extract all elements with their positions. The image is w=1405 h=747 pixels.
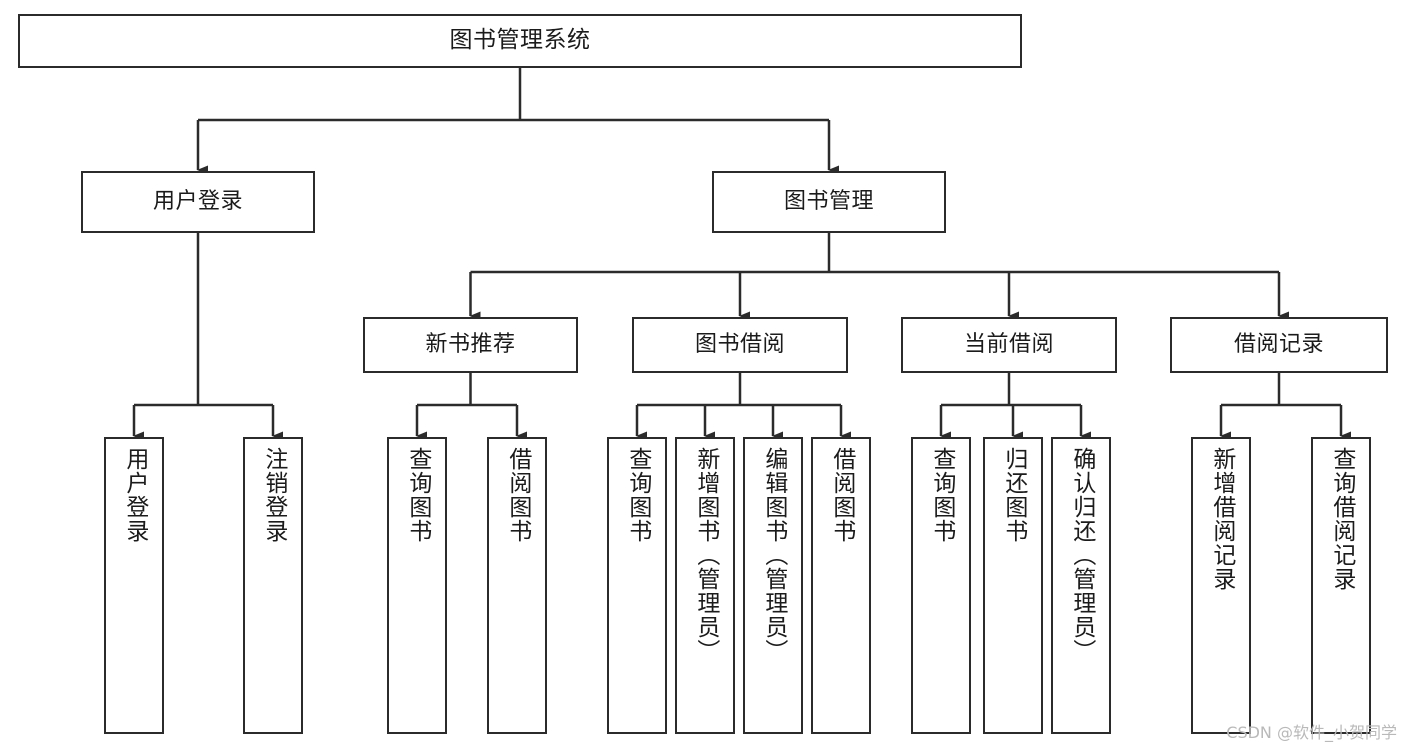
node-label: 新增借阅记录 [1208,447,1235,591]
node-label: 查询借阅记录 [1328,447,1355,591]
node-label: 借阅图书 [828,447,855,543]
node-label: 用户登录 [152,188,243,214]
node-leaf-cur-3[interactable]: 确认归还（管理员） [1051,437,1111,734]
node-label: 图书管理系统 [449,27,591,54]
node-login[interactable]: 用户登录 [81,171,315,233]
node-label: 借阅记录 [1233,331,1324,357]
node-label: 图书管理 [783,188,874,214]
node-leaf-rec-2[interactable]: 查询借阅记录 [1311,437,1371,734]
node-label: 新增图书（管理员） [692,447,719,663]
node-leaf-rec-1[interactable]: 新增借阅记录 [1191,437,1251,734]
node-root[interactable]: 图书管理系统 [18,14,1022,68]
node-label: 图书借阅 [694,331,785,357]
node-leaf-login-2[interactable]: 注销登录 [243,437,303,734]
node-records[interactable]: 借阅记录 [1170,317,1388,373]
node-label: 归还图书 [1000,447,1027,543]
node-leaf-new-1[interactable]: 查询图书 [387,437,447,734]
node-label: 查询图书 [624,447,651,543]
node-leaf-cur-2[interactable]: 归还图书 [983,437,1043,734]
node-current[interactable]: 当前借阅 [901,317,1117,373]
node-newbooks[interactable]: 新书推荐 [363,317,578,373]
node-label: 注销登录 [260,447,287,543]
node-label: 查询图书 [928,447,955,543]
node-leaf-cur-1[interactable]: 查询图书 [911,437,971,734]
node-leaf-borrow-1[interactable]: 查询图书 [607,437,667,734]
node-bookmgmt[interactable]: 图书管理 [712,171,946,233]
node-leaf-login-1[interactable]: 用户登录 [104,437,164,734]
node-label: 编辑图书（管理员） [760,447,787,663]
node-label: 查询图书 [404,447,431,543]
node-leaf-borrow-2[interactable]: 新增图书（管理员） [675,437,735,734]
node-leaf-new-2[interactable]: 借阅图书 [487,437,547,734]
node-label: 用户登录 [121,447,148,543]
node-label: 新书推荐 [425,331,516,357]
node-label: 确认归还（管理员） [1068,447,1095,663]
node-leaf-borrow-4[interactable]: 借阅图书 [811,437,871,734]
node-leaf-borrow-3[interactable]: 编辑图书（管理员） [743,437,803,734]
connector-lines [132,68,1351,441]
node-label: 借阅图书 [504,447,531,543]
node-borrow[interactable]: 图书借阅 [632,317,848,373]
node-label: 当前借阅 [963,331,1054,357]
watermark-label: CSDN @软件_小贺同学 [1226,723,1397,742]
